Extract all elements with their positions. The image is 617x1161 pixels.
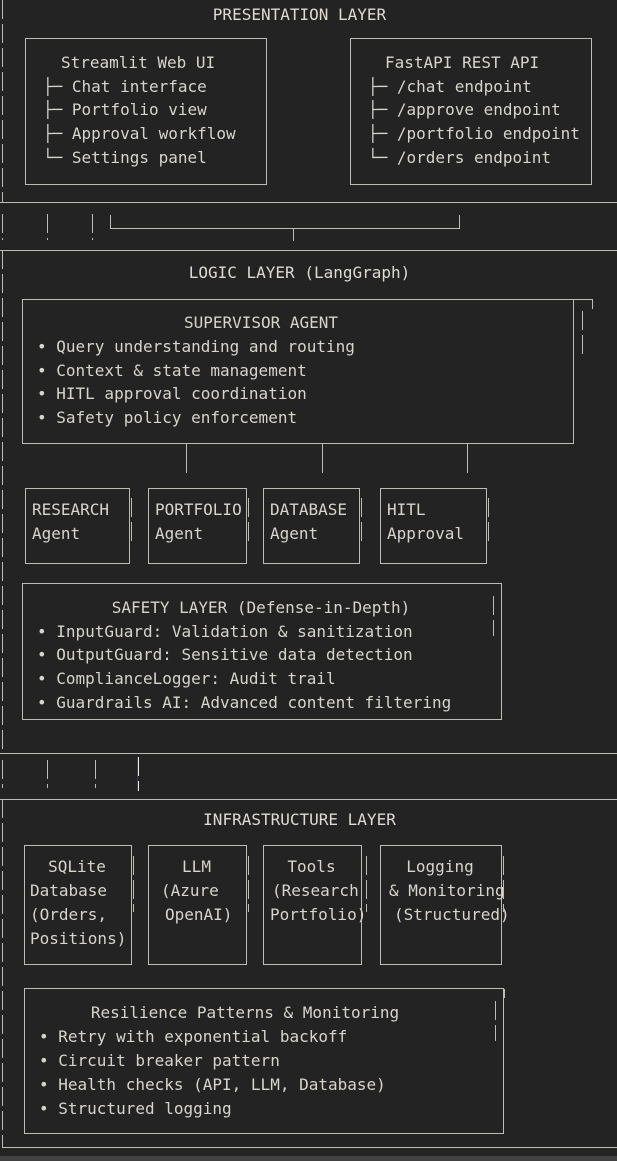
- border-artifact: [488, 498, 489, 542]
- box-line: & Monitoring: [389, 881, 505, 900]
- box-line: Portfolio): [270, 905, 367, 924]
- safety-layer-box: SAFETY LAYER (Defense-in-Depth) • InputG…: [22, 583, 502, 720]
- tree-item: ├─ /chat endpoint: [368, 77, 532, 96]
- logic-layer-title: LOGIC LAYER (LangGraph): [188, 263, 411, 282]
- connector-dash: [2, 760, 3, 788]
- resilience-box: Resilience Patterns & Monitoring • Retry…: [24, 988, 504, 1134]
- connector-dash: [2, 214, 3, 240]
- box-line: LLM: [182, 857, 211, 876]
- bullet-item: • ComplianceLogger: Audit trail: [37, 669, 336, 688]
- bullet-item: • Circuit breaker pattern: [39, 1051, 280, 1070]
- connector-dash: [47, 214, 48, 240]
- presentation-bottom-border: [0, 202, 617, 203]
- border-artifact: [503, 856, 504, 912]
- supervisor-agent-box: SUPERVISOR AGENT • Query understanding a…: [22, 299, 574, 444]
- box-line: Database: [30, 881, 108, 900]
- tree-item: ├─ /portfolio endpoint: [368, 124, 580, 143]
- connector-dash: [47, 760, 48, 788]
- border-artifact: [366, 856, 367, 912]
- border-artifact: [248, 498, 249, 542]
- presentation-left-border: [2, 0, 3, 203]
- tools-box: Tools (Research Portfolio): [263, 845, 366, 965]
- box-line: RESEARCH: [32, 500, 110, 519]
- portfolio-agent-box: PORTFOLIO Agent: [148, 488, 247, 564]
- logging-monitoring-box: Logging & Monitoring (Structured): [380, 845, 510, 965]
- infrastructure-left-border: [2, 799, 3, 1147]
- tree-item: ├─ Approval workflow: [43, 124, 236, 143]
- infrastructure-top-border: [0, 799, 617, 800]
- box-line: (Research: [272, 881, 359, 900]
- box-line: Positions): [30, 929, 127, 948]
- research-agent-box: RESEARCH Agent: [25, 488, 130, 564]
- tree-item: ├─ Chat interface: [43, 77, 207, 96]
- bullet-item: • Query understanding and routing: [37, 337, 355, 356]
- box-title: FastAPI REST API: [385, 53, 540, 72]
- border-artifact: [248, 856, 249, 912]
- streamlit-web-ui-box: Streamlit Web UI ├─ Chat interface ├─ Po…: [25, 38, 267, 185]
- connector-tick: [293, 228, 294, 241]
- tree-item: ├─ Portfolio view: [43, 100, 207, 119]
- border-artifact: [495, 1001, 496, 1041]
- box-line: HITL: [387, 500, 426, 519]
- bullet-item: • OutputGuard: Sensitive data detection: [37, 645, 413, 664]
- border-artifact: [493, 596, 494, 636]
- bullet-item: • Retry with exponential backoff: [39, 1027, 348, 1046]
- box-title: Resilience Patterns & Monitoring: [90, 1003, 400, 1022]
- border-artifact: [131, 498, 132, 542]
- tree-item: ├─ /approve endpoint: [368, 100, 561, 119]
- connector-tick: [467, 443, 468, 473]
- connector-dash: [92, 214, 93, 240]
- database-agent-box: DATABASE Agent: [263, 488, 360, 564]
- presentation-layer-title: PRESENTATION LAYER: [212, 5, 387, 24]
- bullet-item: • Safety policy enforcement: [37, 408, 298, 427]
- box-line: SQLite: [48, 857, 106, 876]
- border-artifact: [592, 300, 593, 309]
- box-line: Logging: [406, 857, 474, 876]
- logic-left-border: [2, 250, 3, 753]
- connector-dash-highlight: [138, 757, 139, 791]
- box-line: (Azure: [161, 881, 219, 900]
- connector-tick: [322, 443, 323, 473]
- border-artifact: [504, 989, 505, 998]
- box-line: (Orders,: [30, 905, 108, 924]
- border-artifact: [572, 299, 593, 300]
- logic-bottom-border: [0, 753, 617, 754]
- box-line: Agent: [32, 524, 81, 543]
- bullet-item: • Context & state management: [37, 361, 307, 380]
- hitl-approval-box: HITL Approval: [380, 488, 487, 564]
- box-line: OpenAI): [165, 905, 233, 924]
- bullet-item: • InputGuard: Validation & sanitization: [37, 622, 413, 641]
- bullet-item: • Health checks (API, LLM, Database): [39, 1075, 386, 1094]
- fastapi-rest-api-box: FastAPI REST API ├─ /chat endpoint ├─ /a…: [350, 38, 592, 185]
- box-line: Tools: [287, 857, 336, 876]
- box-line: (Structured): [394, 905, 510, 924]
- llm-box: LLM (Azure OpenAI): [148, 845, 247, 965]
- sqlite-database-box: SQLite Database (Orders, Positions): [24, 845, 132, 965]
- bullet-item: • Structured logging: [39, 1099, 232, 1118]
- box-line: Approval: [387, 524, 465, 543]
- window-bottom-strip: [0, 1156, 617, 1161]
- box-title: SAFETY LAYER (Defense-in-Depth): [111, 598, 411, 617]
- bullet-item: • HITL approval coordination: [37, 384, 307, 403]
- connector-dash: [95, 760, 96, 788]
- connector-tick: [186, 443, 187, 473]
- box-line: DATABASE: [270, 500, 348, 519]
- connector-bracket: [110, 215, 460, 229]
- infrastructure-bottom-border: [2, 1147, 617, 1148]
- box-line: Agent: [270, 524, 319, 543]
- tree-item: └─ /orders endpoint: [368, 148, 552, 167]
- box-line: Agent: [155, 524, 204, 543]
- border-artifact: [361, 498, 362, 542]
- logic-top-border: [0, 250, 617, 251]
- border-artifact: [133, 856, 134, 912]
- border-artifact: [501, 584, 502, 593]
- tree-item: └─ Settings panel: [43, 148, 207, 167]
- box-line: PORTFOLIO: [155, 500, 242, 519]
- box-title: Streamlit Web UI: [61, 53, 216, 72]
- box-title: SUPERVISOR AGENT: [183, 313, 339, 332]
- bullet-item: • Guardrails AI: Advanced content filter…: [37, 693, 452, 712]
- border-artifact: [582, 311, 583, 355]
- infrastructure-layer-title: INFRASTRUCTURE LAYER: [203, 810, 396, 829]
